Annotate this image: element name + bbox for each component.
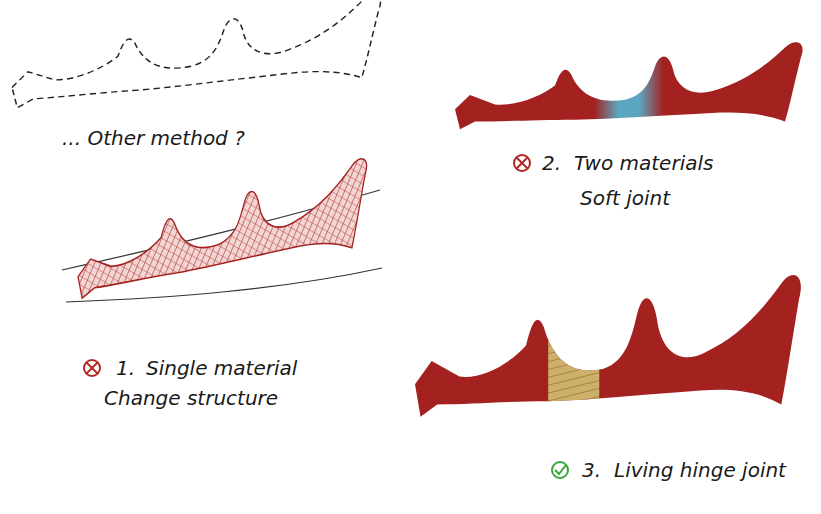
option-label: Single material <box>146 356 297 380</box>
soft-joint-part <box>455 42 803 129</box>
living-hinge-part <box>415 268 801 423</box>
hatched-part <box>78 158 367 299</box>
cross-symbol <box>84 360 100 376</box>
option-label: Two materials <box>574 151 713 175</box>
callout-number: 3. <box>582 458 601 482</box>
check-symbol <box>552 462 568 478</box>
option-label: Soft joint <box>580 186 670 210</box>
option-label: Living hinge joint <box>614 458 786 482</box>
dashed-outline <box>12 0 380 108</box>
cross-symbol <box>514 155 530 171</box>
note-label: ... Other method ? <box>62 126 245 150</box>
callout-number: 1. <box>116 356 135 380</box>
callout-number: 2. <box>542 151 561 175</box>
option-label: Change structure <box>104 386 278 410</box>
